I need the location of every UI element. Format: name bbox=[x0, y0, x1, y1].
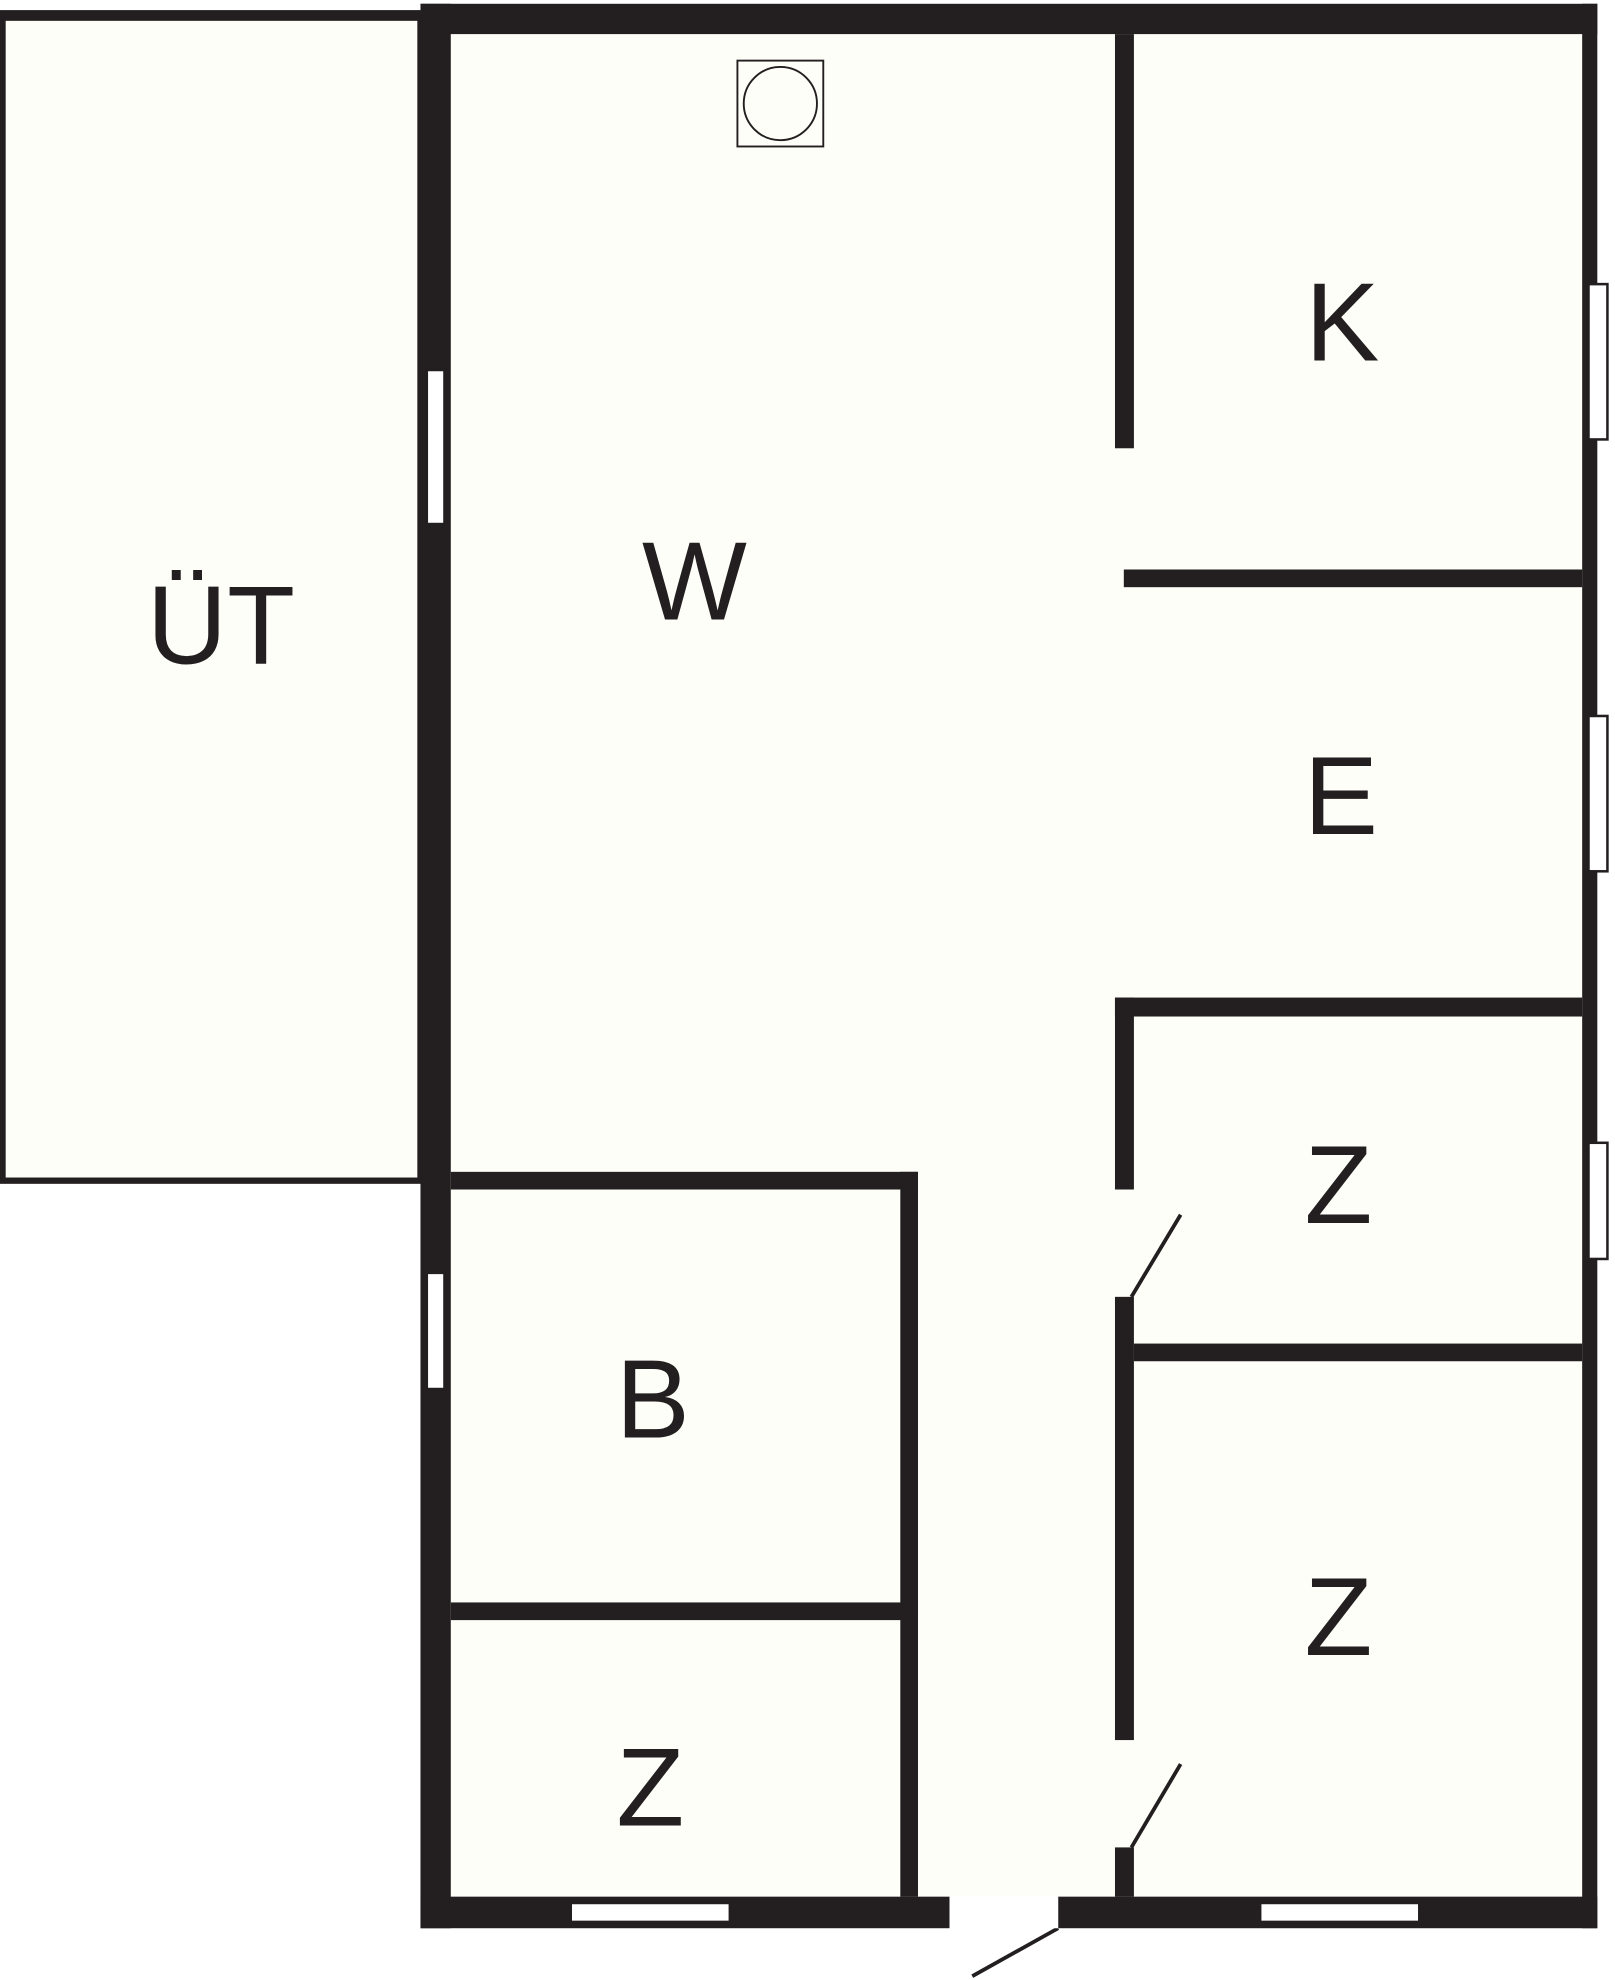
stove-icon bbox=[736, 59, 825, 148]
windows bbox=[425, 282, 1609, 1924]
room-label-bedroom-2: Z bbox=[1305, 1554, 1373, 1679]
entrance-threshold bbox=[949, 1896, 1059, 1929]
interior-walls bbox=[450, 34, 1583, 1897]
room-label-bedroom-3: Z bbox=[616, 1724, 684, 1849]
window bbox=[1587, 1141, 1609, 1261]
house-floor bbox=[450, 34, 1583, 1897]
room-label-terrace: ÜT bbox=[147, 563, 295, 688]
window bbox=[1587, 282, 1609, 441]
window bbox=[1258, 1901, 1421, 1924]
entrance-door bbox=[971, 1926, 1060, 1978]
window bbox=[425, 368, 446, 526]
room-label-bedroom-1: Z bbox=[1305, 1122, 1373, 1247]
room-label-kitchen: K bbox=[1305, 260, 1379, 385]
room-terrace: ÜT bbox=[0, 10, 424, 1184]
doors bbox=[949, 1213, 1183, 1978]
room-label-dining: E bbox=[1304, 733, 1378, 858]
window bbox=[569, 1901, 732, 1924]
room-label-bathroom: B bbox=[616, 1337, 690, 1462]
door-bedroom-2 bbox=[1129, 1763, 1183, 1849]
outer-walls bbox=[420, 3, 1598, 1929]
door-bedroom-1 bbox=[1129, 1213, 1183, 1298]
window bbox=[425, 1271, 446, 1391]
room-label-living: W bbox=[642, 518, 747, 643]
window bbox=[1587, 714, 1609, 873]
